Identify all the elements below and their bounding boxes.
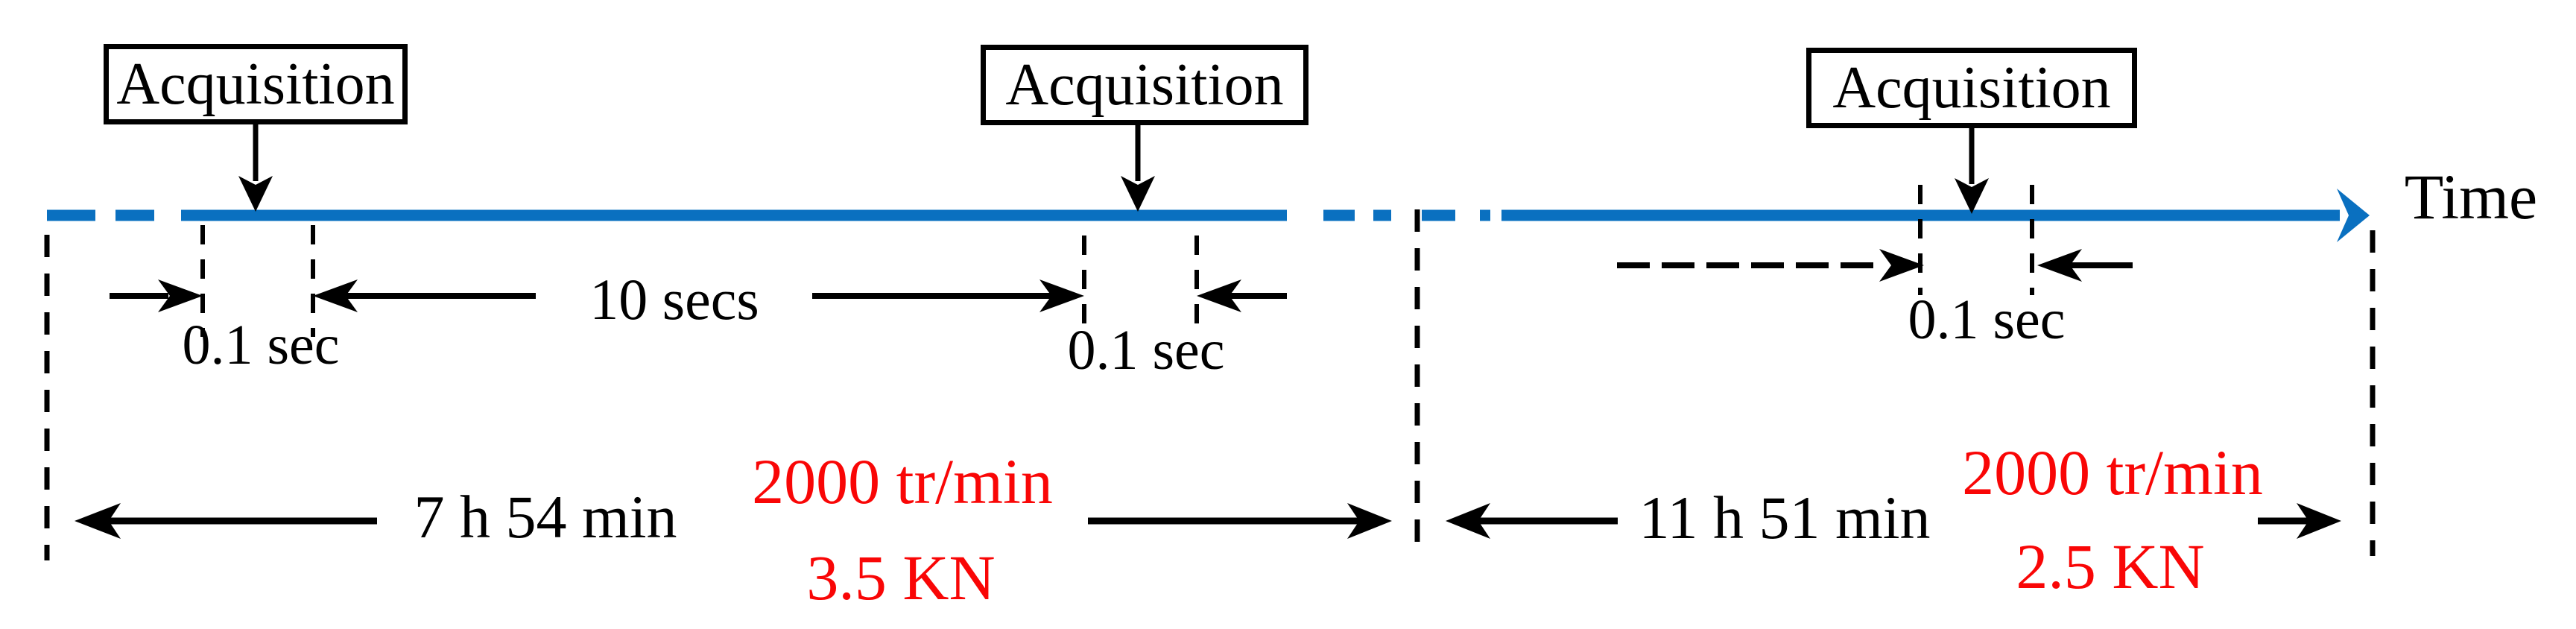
acquisition-box-3: Acquisition bbox=[1806, 48, 2137, 128]
left-arrowhead-icon bbox=[75, 503, 121, 539]
time-axis-label: Time bbox=[2404, 161, 2538, 233]
phase1-duration-label: 7 h 54 min bbox=[414, 483, 677, 551]
phase1-load-label: 3.5 KN bbox=[806, 542, 996, 613]
acquisition-window-ticks-3 bbox=[1918, 185, 2034, 295]
right-arrowhead-icon bbox=[2297, 503, 2341, 539]
acquisition-box-label: Acquisition bbox=[1005, 51, 1284, 118]
phase1-speed-label: 2000 tr/min bbox=[752, 446, 1053, 517]
left-arrowhead-icon bbox=[1197, 279, 1241, 312]
acq-duration-label-2: 0.1 sec bbox=[1067, 319, 1225, 382]
acquisition-box-1: Acquisition bbox=[104, 44, 408, 124]
right-arrowhead-icon bbox=[1347, 503, 1392, 539]
acq-duration-label-1: 0.1 sec bbox=[182, 314, 340, 376]
acquisition-box-label: Acquisition bbox=[1832, 54, 2111, 121]
acq-duration-label-3: 0.1 sec bbox=[1908, 288, 2066, 351]
acq-duration-arrows-1 bbox=[110, 279, 1287, 312]
phase2-load-label: 2.5 KN bbox=[2016, 531, 2205, 602]
acquisition-pointer-1 bbox=[238, 121, 273, 212]
down-arrowhead-icon bbox=[238, 176, 273, 212]
left-arrowhead-icon bbox=[1446, 503, 1490, 539]
acq-duration-arrows-2 bbox=[1617, 249, 2133, 282]
phase-duration-arrows-1 bbox=[75, 503, 1392, 539]
right-arrowhead-icon bbox=[158, 279, 203, 312]
phase-duration-arrows-2 bbox=[1446, 503, 2341, 539]
timeline-axis bbox=[47, 189, 2370, 242]
right-arrowhead-icon bbox=[1879, 249, 1924, 282]
phase2-speed-label: 2000 tr/min bbox=[1962, 437, 2263, 508]
acquisition-box-label: Acquisition bbox=[116, 51, 395, 117]
phase2-duration-label: 11 h 51 min bbox=[1639, 484, 1931, 551]
acquisition-pointer-3 bbox=[1955, 127, 1989, 214]
left-arrowhead-icon bbox=[2037, 249, 2082, 282]
acquisition-pointer-2 bbox=[1121, 124, 1155, 212]
down-arrowhead-icon bbox=[1955, 178, 1989, 214]
acquisition-box-2: Acquisition bbox=[981, 45, 1308, 125]
timeline-arrowhead-icon bbox=[2337, 189, 2370, 242]
acquisition-window-ticks-1 bbox=[200, 225, 315, 337]
right-arrowhead-icon bbox=[1039, 279, 1084, 312]
sampling-interval-label: 10 secs bbox=[589, 267, 759, 332]
down-arrowhead-icon bbox=[1121, 176, 1155, 212]
left-arrowhead-icon bbox=[313, 279, 358, 312]
acquisition-window-ticks-2 bbox=[1082, 236, 1199, 337]
